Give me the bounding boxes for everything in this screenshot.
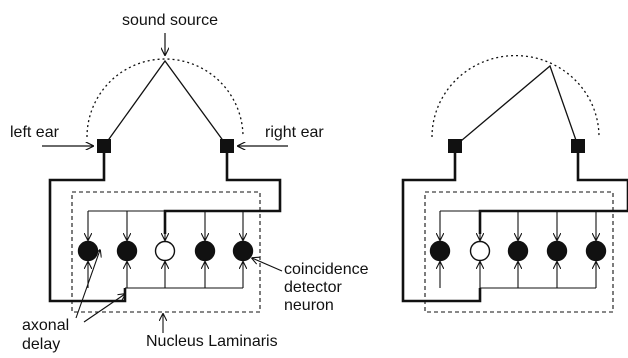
right-axon <box>163 153 282 234</box>
left-ear-marker-2 <box>448 139 462 153</box>
neuron-filled <box>194 240 216 262</box>
neuron-filled <box>429 240 451 262</box>
sound-arc-right <box>431 55 600 138</box>
neuron-filled <box>232 240 254 262</box>
right-panel <box>401 55 628 313</box>
left-ear-marker <box>97 139 111 153</box>
right-axon-2 <box>478 153 628 234</box>
nucleus-laminaris-box-2 <box>424 191 614 313</box>
left-neuron-row <box>77 211 254 288</box>
axonal-arrow-1 <box>75 250 100 319</box>
neuron-filled <box>546 240 568 262</box>
neuron-open <box>154 240 176 262</box>
coincidence-label-line1: coincidence <box>284 261 369 278</box>
neuron-filled <box>77 240 99 262</box>
axonal-arrow-2 <box>83 294 125 323</box>
left-panel: sound source left ear right ear coincide… <box>10 12 369 353</box>
right-neuron-row <box>429 211 607 288</box>
nucleus-laminaris-box <box>71 191 261 313</box>
neuron-filled <box>507 240 529 262</box>
sound-arc-left <box>86 58 244 138</box>
neuron-filled <box>116 240 138 262</box>
left-ear-label: left ear <box>10 124 60 141</box>
coincidence-arrow <box>252 258 283 272</box>
nucleus-laminaris-label: Nucleus Laminaris <box>146 333 278 350</box>
sound-path-right <box>454 64 579 147</box>
neuron-open <box>469 240 491 262</box>
axonal-label-line2: delay <box>22 336 60 353</box>
neuron-filled <box>585 240 607 262</box>
sound-path-left <box>103 59 228 147</box>
right-ear-marker <box>220 139 234 153</box>
coincidence-label-line3: neuron <box>284 297 334 314</box>
left-axon-2 <box>401 153 482 303</box>
axonal-label-line1: axonal <box>22 317 69 334</box>
right-ear-label: right ear <box>265 124 324 141</box>
coincidence-label-line2: detector <box>284 279 342 296</box>
sound-source-label: sound source <box>122 12 218 29</box>
right-ear-marker-2 <box>571 139 585 153</box>
